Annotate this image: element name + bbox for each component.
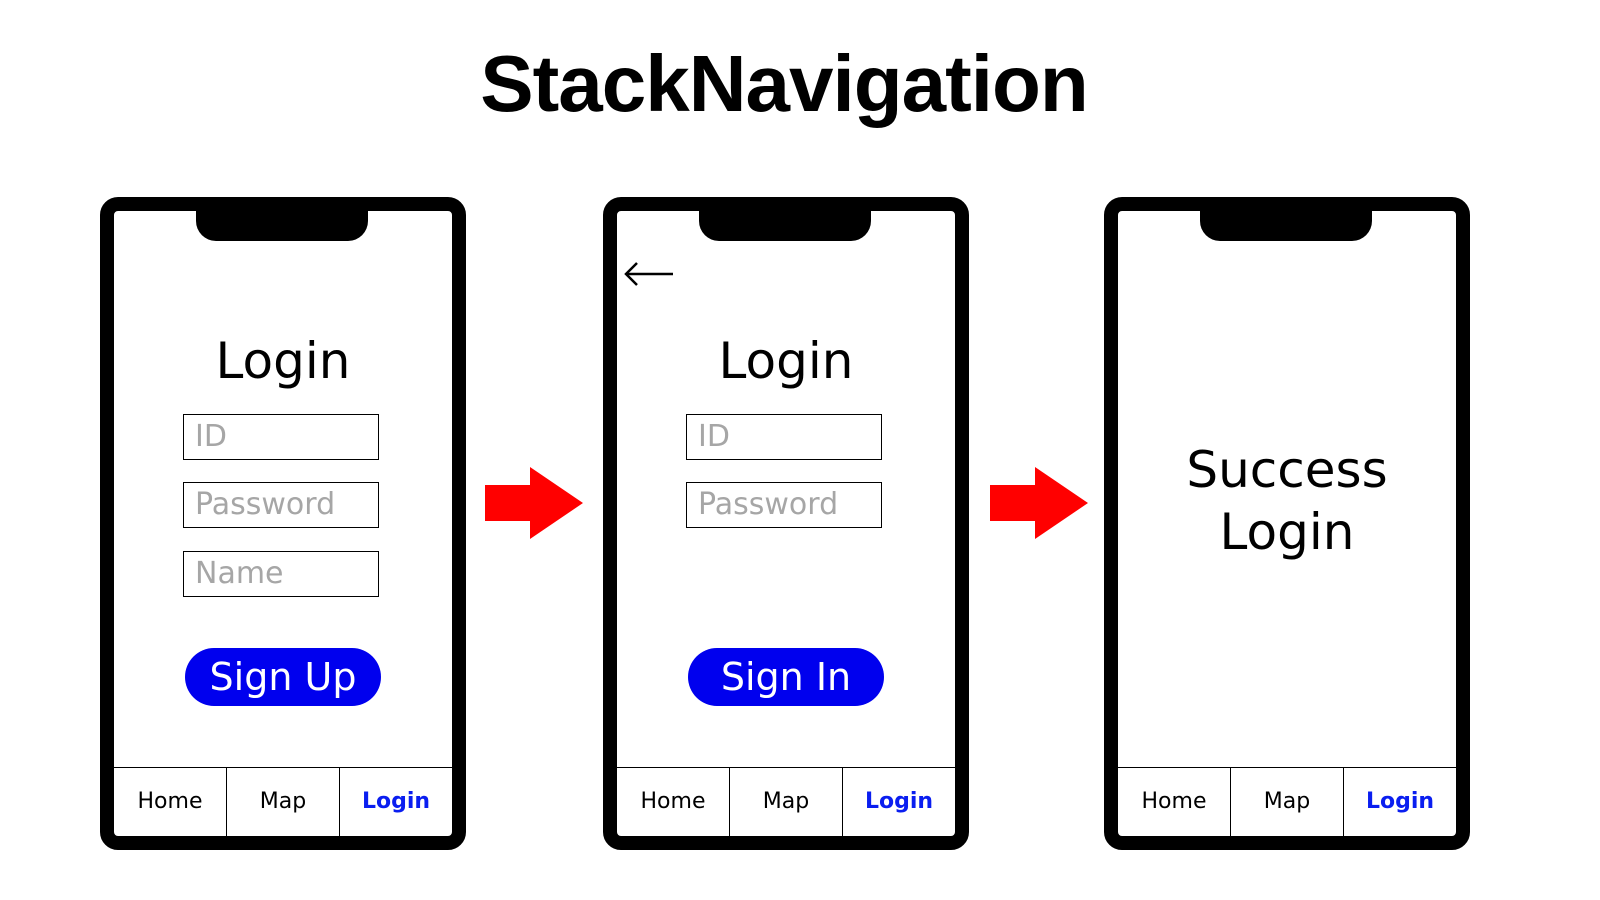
arrow-right-icon	[485, 467, 583, 539]
id-field[interactable]: ID	[686, 414, 882, 460]
password-field[interactable]: Password	[686, 482, 882, 528]
name-field[interactable]: Name	[183, 551, 379, 597]
id-field[interactable]: ID	[183, 414, 379, 460]
tab-home[interactable]: Home	[137, 789, 203, 814]
arrow-right-icon	[990, 467, 1088, 539]
phone-success-screen: Success Login Home Map Login	[1104, 197, 1470, 850]
phone-notch	[196, 209, 368, 241]
tab-login[interactable]: Login	[1343, 768, 1456, 836]
phone-notch	[699, 209, 871, 241]
tab-bar: Home Map Login	[1118, 767, 1456, 836]
success-line-2: Login	[1219, 503, 1355, 561]
tab-bar: Home Map Login	[114, 767, 452, 836]
tab-login[interactable]: Login	[842, 768, 955, 836]
tab-home[interactable]: Home	[640, 789, 706, 814]
tab-map[interactable]: Map	[226, 768, 339, 836]
success-line-1: Success	[1186, 441, 1388, 499]
diagram-title: StackNavigation	[480, 39, 1088, 128]
phone-signup-screen: Login ID Password Name Sign Up Home Map …	[100, 197, 466, 850]
screen-heading: Login	[215, 332, 351, 390]
phone-signin-screen: Login ID Password Sign In Home Map Login	[603, 197, 969, 850]
tab-home[interactable]: Home	[1141, 789, 1207, 814]
tab-map[interactable]: Map	[729, 768, 842, 836]
back-arrow-icon[interactable]	[623, 261, 675, 287]
tab-map[interactable]: Map	[1230, 768, 1343, 836]
sign-up-button[interactable]: Sign Up	[185, 648, 381, 706]
screen-heading: Login	[718, 332, 854, 390]
password-field[interactable]: Password	[183, 482, 379, 528]
phone-notch	[1200, 209, 1372, 241]
sign-in-button[interactable]: Sign In	[688, 648, 884, 706]
tab-bar: Home Map Login	[617, 767, 955, 836]
tab-login[interactable]: Login	[339, 768, 452, 836]
success-message: Success Login	[1118, 439, 1456, 563]
